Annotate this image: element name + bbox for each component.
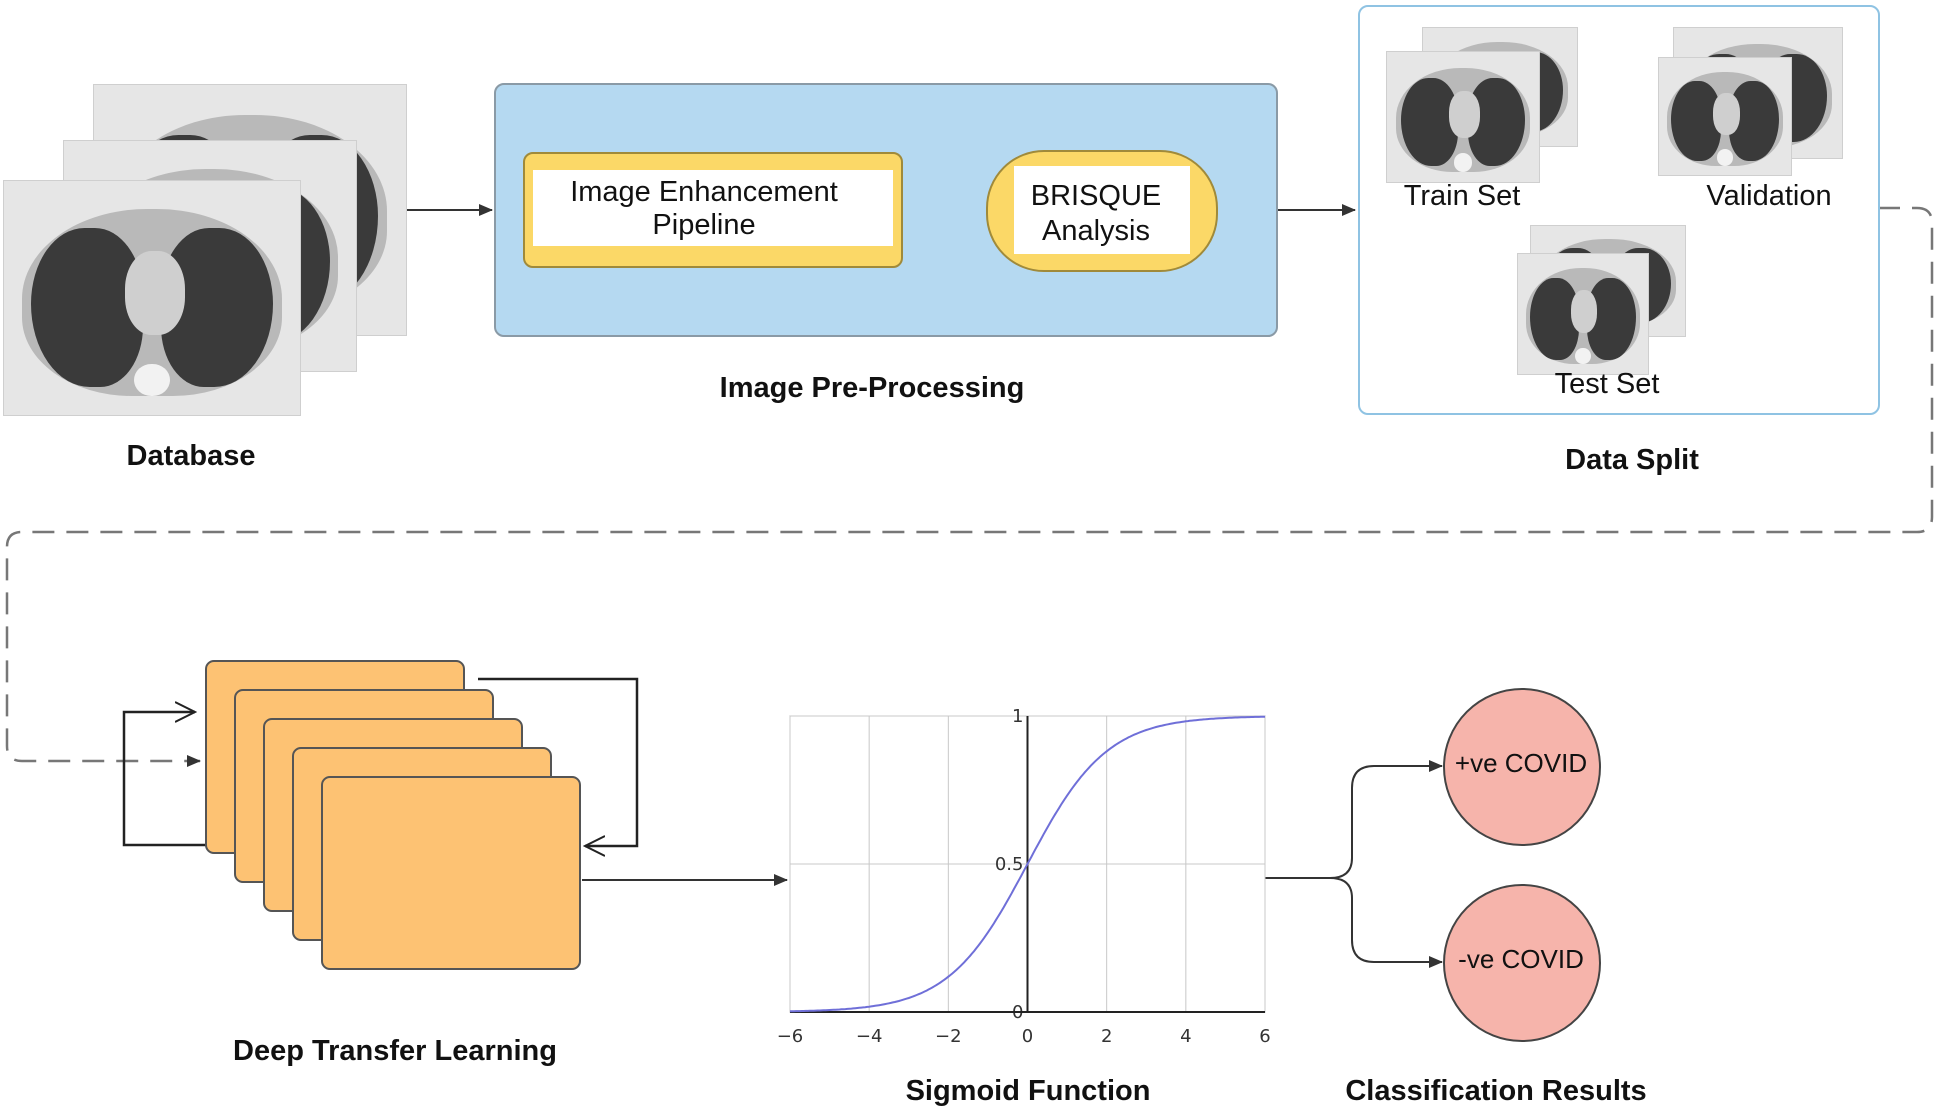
data-split-panel xyxy=(1358,5,1880,415)
x-tick-label: −4 xyxy=(856,1026,883,1047)
preprocessing-panel xyxy=(494,83,1278,337)
caption-data-split: Data Split xyxy=(1565,444,1699,476)
enhancement-label: Image Enhancement Pipeline xyxy=(570,176,838,241)
positive-result-circle xyxy=(1443,688,1601,846)
arrow-to-negative xyxy=(1329,877,1443,968)
test-set-label: Test Set xyxy=(1554,368,1660,400)
brisque-label: BRISQUE Analysis xyxy=(1030,180,1162,247)
sigmoid-chart: −6−4−2024600.51 xyxy=(777,706,1271,1047)
validation-label: Validation xyxy=(1706,180,1832,212)
x-tick-label: −6 xyxy=(777,1026,804,1047)
caption-database: Database xyxy=(126,440,256,472)
ct-scan-image xyxy=(1386,51,1540,183)
network-layer xyxy=(321,776,581,970)
negative-result-label: -ve COVID xyxy=(1458,944,1584,974)
y-tick-label: 0.5 xyxy=(995,854,1024,875)
arrow-to-positive xyxy=(1265,760,1443,879)
y-tick-label: 1 xyxy=(1012,706,1023,727)
caption-preprocessing: Image Pre-Processing xyxy=(719,372,1025,404)
caption-deep-transfer: Deep Transfer Learning xyxy=(233,1035,557,1067)
enhancement-box xyxy=(523,152,903,268)
brisque-box xyxy=(986,150,1218,272)
negative-result-circle xyxy=(1443,884,1601,1042)
ct-scan-image xyxy=(1658,57,1792,176)
x-tick-label: 0 xyxy=(1022,1026,1033,1047)
feedback-loop-right xyxy=(478,677,639,846)
caption-sigmoid: Sigmoid Function xyxy=(905,1075,1151,1107)
ct-scan-image xyxy=(3,180,301,416)
train-set-label: Train Set xyxy=(1403,180,1521,212)
positive-result-label: +ve COVID xyxy=(1454,748,1588,778)
x-tick-label: −2 xyxy=(935,1026,962,1047)
x-tick-label: 4 xyxy=(1180,1026,1191,1047)
dashed-connector xyxy=(5,206,1934,767)
x-tick-label: 6 xyxy=(1259,1026,1270,1047)
x-tick-label: 2 xyxy=(1101,1026,1112,1047)
caption-classification: Classification Results xyxy=(1345,1075,1647,1107)
ct-scan-image xyxy=(1517,253,1649,375)
